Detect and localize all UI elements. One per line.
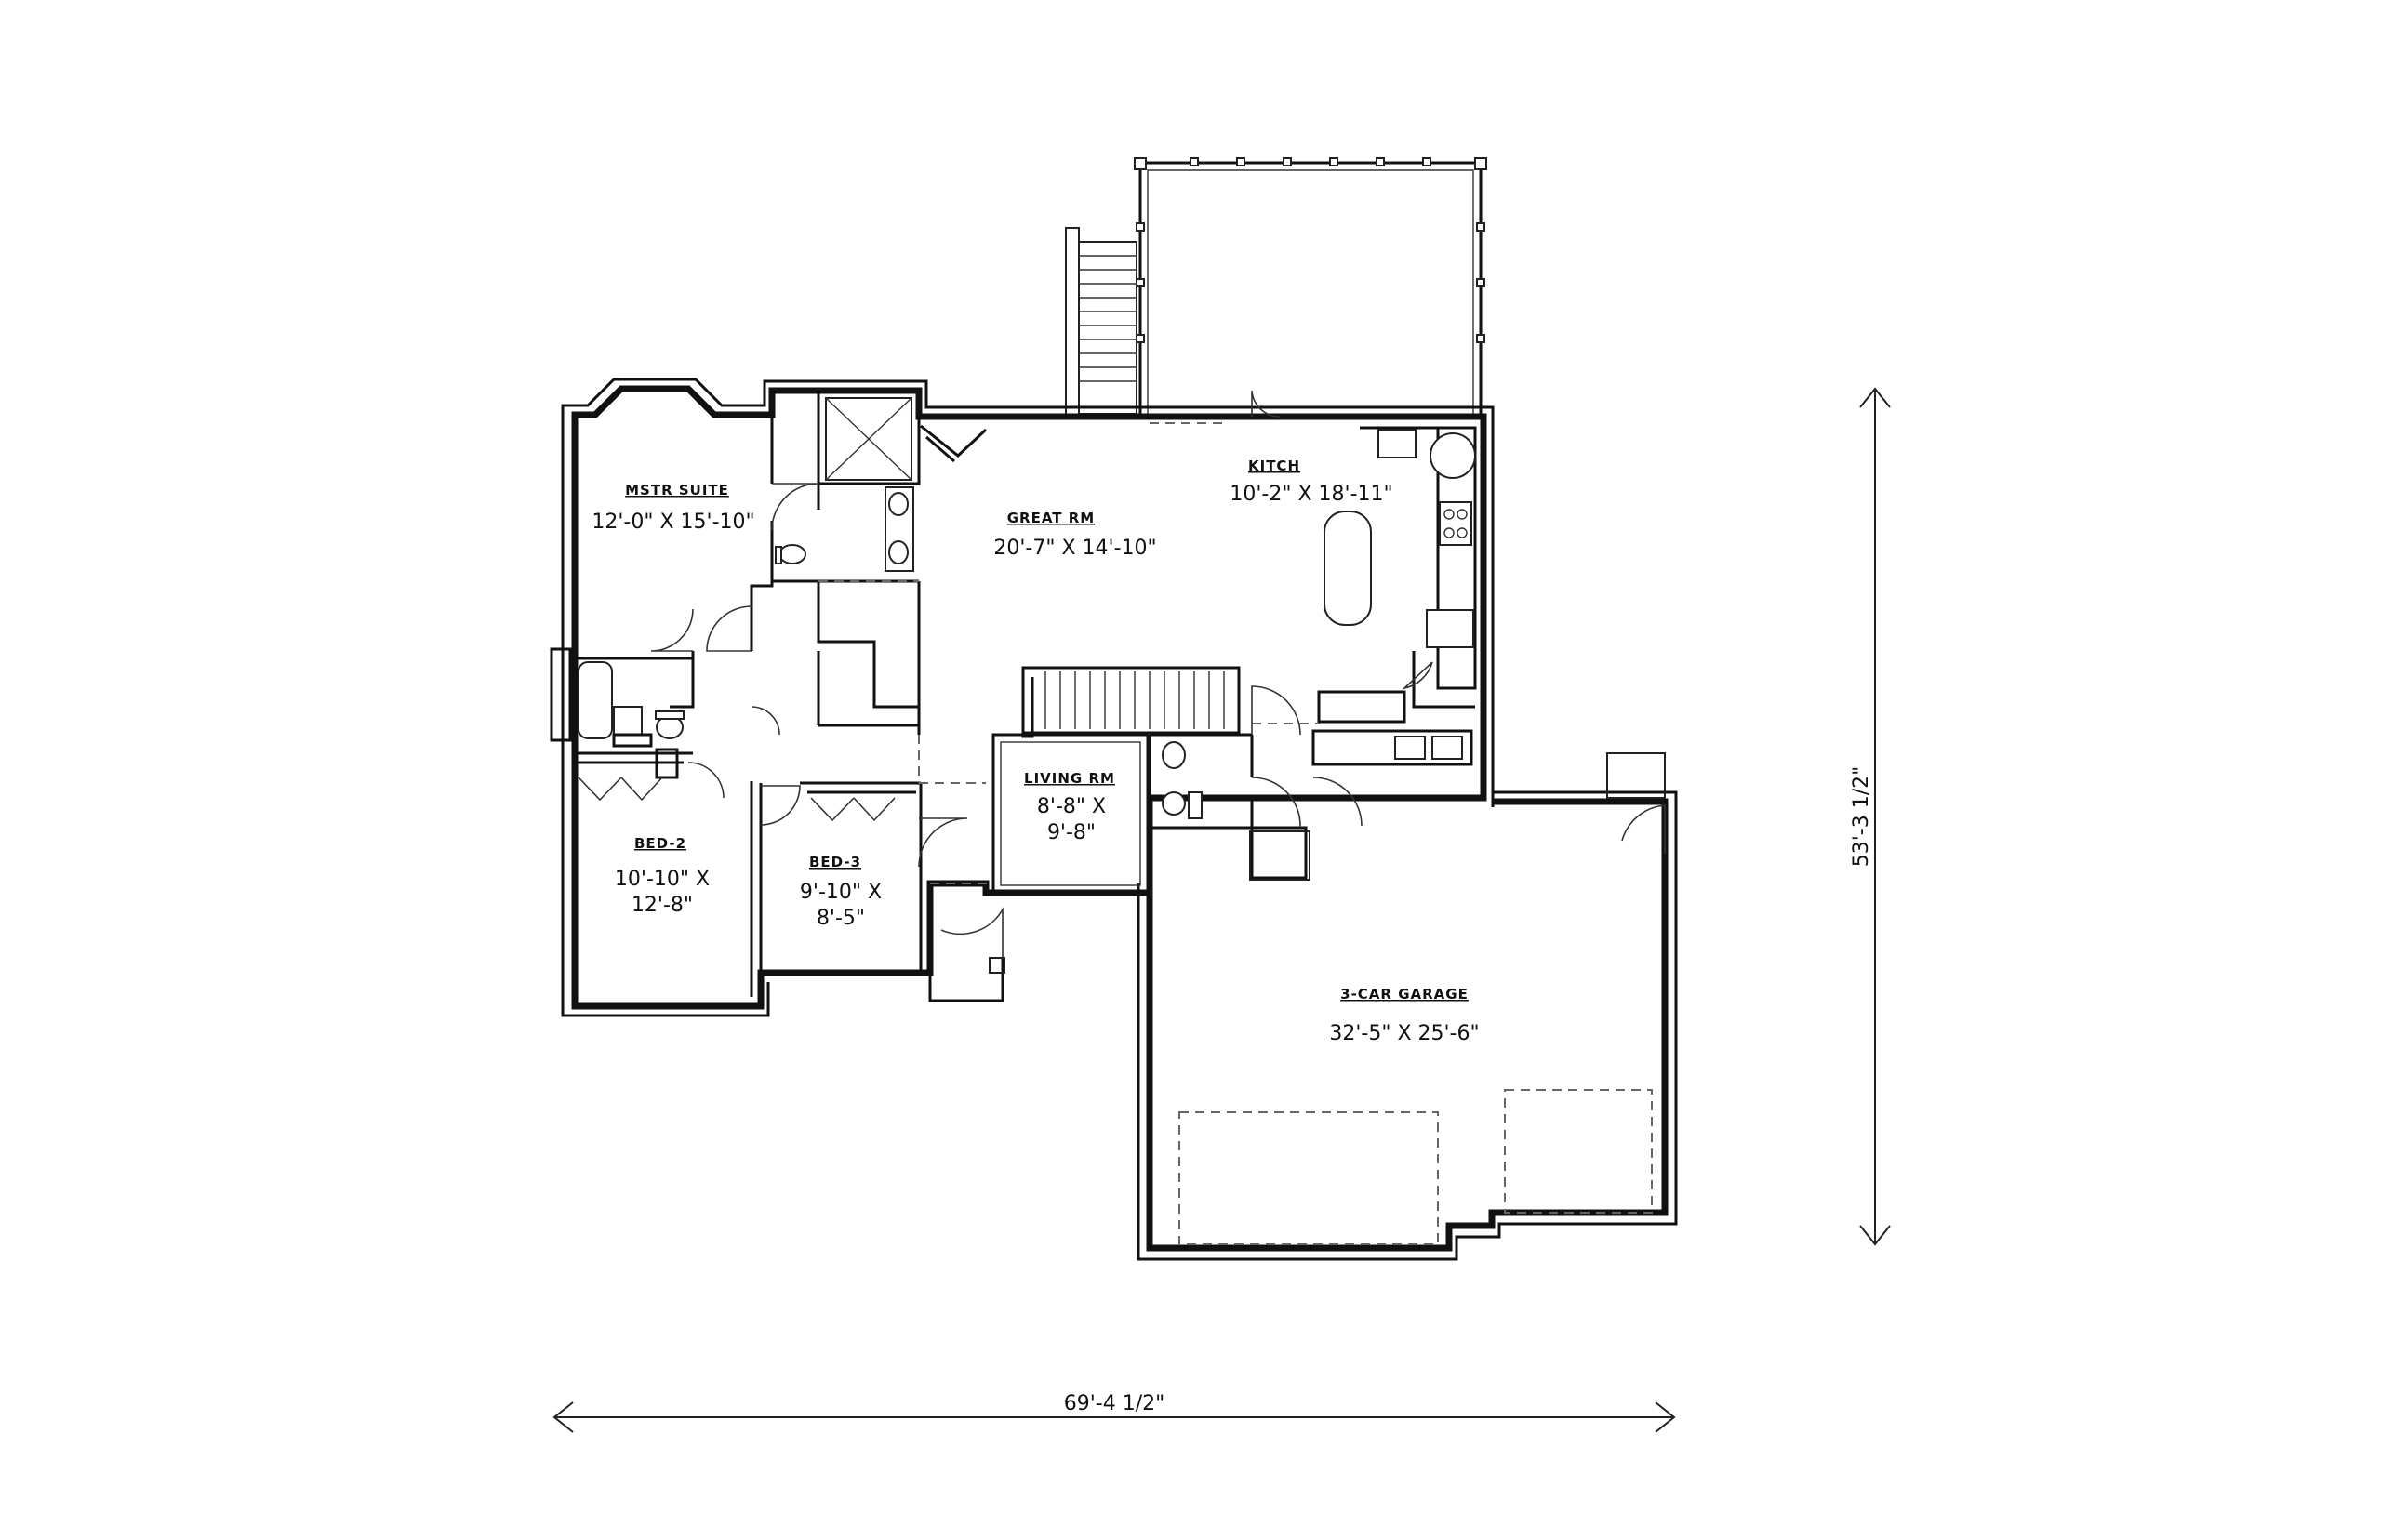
interior-walls [575, 391, 1477, 1002]
bed-2-name: BED-2 [634, 835, 686, 852]
garage-dimensions: 32'-5" X 25'-6" [1329, 1022, 1479, 1045]
garage-name: 3-CAR GARAGE [1340, 986, 1469, 1002]
living-room-name: LIVING RM [1024, 770, 1115, 787]
rear-deck [1065, 157, 1487, 415]
living-room-dimensions-line1: 8'-8" X [1037, 795, 1106, 818]
master-suite-dimensions: 12'-0" X 15'-10" [592, 511, 754, 534]
door-swings [650, 390, 1666, 958]
bed-2-dimensions-line1: 10'-10" X [615, 868, 710, 891]
kitchen-name: KITCH [1248, 458, 1300, 474]
great-room-dimensions: 20'-7" X 14'-10" [993, 537, 1156, 560]
bed-3-name: BED-3 [809, 854, 861, 870]
room-labels: MSTR SUITE 12'-0" X 15'-10" GREAT RM 20'… [592, 458, 1479, 1045]
overall-width-label: 69'-4 1/2" [1064, 1392, 1165, 1415]
deck-stairs [1065, 227, 1137, 415]
garage [1137, 752, 1678, 1261]
overall-depth-label: 53'-3 1/2" [1850, 766, 1873, 868]
bed-3-dimensions-line1: 9'-10" X [800, 881, 882, 904]
living-room-dimensions-line2: 9'-8" [1047, 821, 1096, 844]
bed-2-dimensions-line2: 12'-8" [632, 894, 693, 917]
great-room-name: GREAT RM [1007, 510, 1095, 526]
bed-3-dimensions-line2: 8'-5" [817, 907, 865, 930]
overall-depth-dimension [1859, 387, 1891, 1246]
kitchen-dimensions: 10'-2" X 18'-11" [1230, 483, 1392, 506]
master-suite-name: MSTR SUITE [625, 482, 729, 498]
exterior-walls [550, 378, 1495, 1017]
interior-stairs [1021, 666, 1241, 738]
overall-width-dimension [552, 1401, 1676, 1433]
